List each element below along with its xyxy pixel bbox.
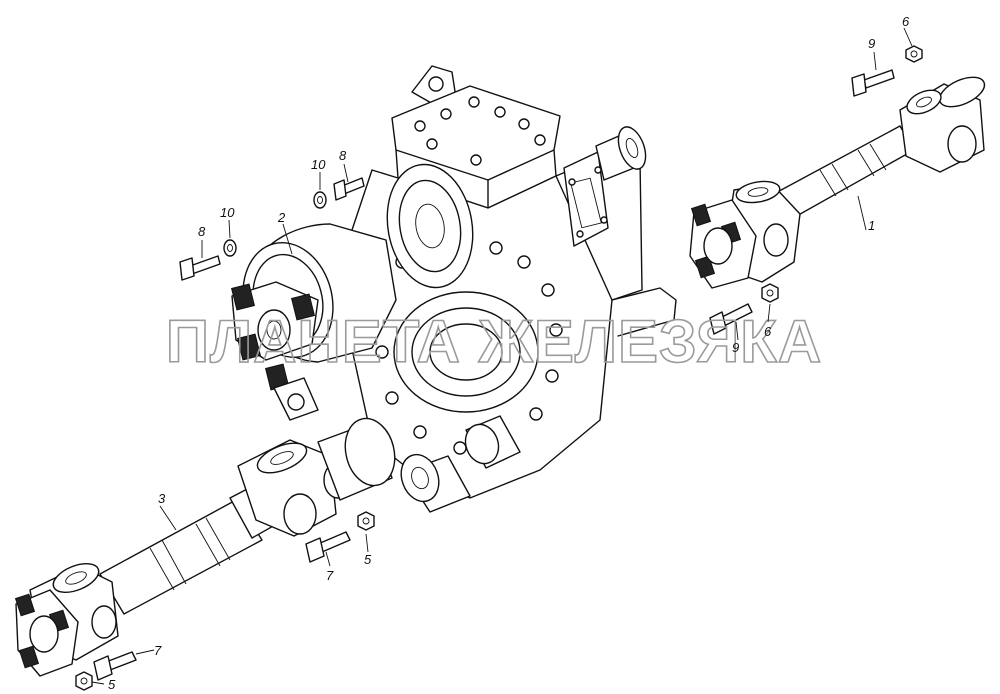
bolt-7-center	[305, 531, 351, 563]
propeller-shaft-part-1	[689, 76, 986, 289]
callout-3: 3	[158, 491, 166, 506]
callout-7-bottom: 7	[154, 643, 162, 658]
watermark: ПЛАНЕТА ЖЕЛЕЗЯКА	[166, 308, 822, 375]
callout-labels: 1 2 3 5 5 6 6 7 7 8 8 9 9 10 10	[108, 14, 910, 692]
bolt-9-right	[709, 303, 753, 335]
callout-9-top-right: 9	[868, 36, 875, 51]
callout-8-left: 8	[198, 224, 206, 239]
callout-10-left: 10	[220, 205, 235, 220]
callout-5-bottom: 5	[108, 677, 116, 692]
callout-10-center: 10	[311, 157, 326, 172]
propeller-shaft-part-3	[14, 417, 396, 677]
callout-1: 1	[868, 218, 875, 233]
callout-5-center: 5	[364, 552, 372, 567]
nut-5-center	[357, 511, 375, 531]
nut-6-top-right	[905, 45, 923, 63]
callout-9-right: 9	[732, 340, 739, 355]
bolt-7-bottom	[93, 651, 137, 681]
leader-lines	[91, 27, 913, 685]
callout-6-top-right: 6	[902, 14, 910, 29]
nut-5-bottom	[75, 671, 93, 691]
callout-8-center: 8	[339, 148, 347, 163]
bolt-8-left	[179, 255, 221, 281]
callout-2: 2	[277, 210, 286, 225]
fasteners	[75, 45, 923, 691]
callout-6-right: 6	[764, 324, 772, 339]
callout-7-center: 7	[326, 568, 334, 583]
transfer-case-housing	[349, 65, 677, 513]
nut-6-right	[761, 283, 779, 303]
washer-10-center	[313, 191, 327, 209]
bolt-8-center	[333, 177, 365, 201]
brake-drum-part-2	[231, 223, 397, 421]
washer-10-left	[223, 239, 237, 257]
bolt-9-top-right	[851, 69, 895, 97]
